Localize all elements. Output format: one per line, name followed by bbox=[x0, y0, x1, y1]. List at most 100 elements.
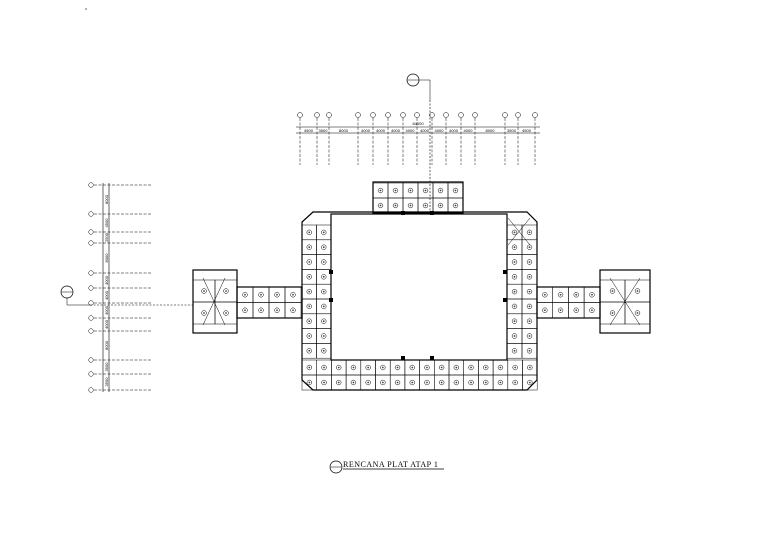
slab-tag bbox=[422, 187, 429, 194]
grid-bubble bbox=[88, 229, 94, 235]
slab-tag bbox=[422, 202, 429, 209]
grid-bubble bbox=[355, 112, 361, 118]
grid-bubble bbox=[88, 300, 94, 306]
slab-tag bbox=[511, 318, 518, 324]
grid-bubble bbox=[314, 112, 320, 118]
slab-tag bbox=[511, 229, 518, 236]
slab-tag bbox=[274, 292, 280, 298]
slab-tag-dot bbox=[575, 293, 578, 296]
slab-tag bbox=[242, 292, 248, 298]
slab-tag bbox=[290, 292, 296, 298]
slab-tag bbox=[573, 292, 579, 298]
span-dimension: 4000 bbox=[104, 275, 109, 285]
slab-tag bbox=[306, 333, 312, 339]
slab-tag-dot bbox=[308, 335, 311, 337]
slab-tag bbox=[542, 307, 548, 313]
slab-tag bbox=[526, 244, 533, 250]
grid-bubble bbox=[297, 112, 303, 118]
slab-tag bbox=[439, 379, 445, 386]
slab-tag bbox=[321, 274, 327, 280]
slab-tag-dot bbox=[308, 231, 311, 234]
slab-tag-dot bbox=[276, 293, 278, 296]
slab-tag bbox=[321, 364, 327, 371]
column bbox=[430, 356, 434, 360]
slab-tag bbox=[223, 288, 229, 294]
drawing-title-block: RENCANA PLAT ATAP 1 bbox=[329, 460, 444, 474]
slab-tag-dot bbox=[367, 366, 370, 369]
slab-tag-dot bbox=[308, 246, 311, 249]
slab-tag-dot bbox=[396, 381, 399, 384]
slab-tag bbox=[392, 187, 399, 194]
slab-tag-dot bbox=[244, 293, 246, 296]
slab-tag-dot bbox=[513, 275, 516, 278]
slab-tag-dot bbox=[591, 309, 593, 312]
slab-tag bbox=[542, 292, 548, 298]
slab-tag-dot bbox=[394, 189, 397, 192]
slab-tag-dot bbox=[308, 349, 311, 352]
grid-bubble bbox=[88, 240, 94, 246]
slab-tag bbox=[336, 364, 342, 371]
slab-tag bbox=[526, 333, 533, 339]
slab-tag-dot bbox=[513, 335, 516, 337]
column bbox=[503, 298, 507, 302]
stair-cross bbox=[202, 277, 226, 326]
grid-bubble bbox=[88, 357, 94, 363]
slab-tag-dot bbox=[276, 309, 278, 312]
slab-tag-dot bbox=[499, 381, 502, 384]
slab-tag-dot bbox=[426, 366, 428, 369]
slab-tag bbox=[511, 348, 518, 354]
slab-panel bbox=[214, 301, 238, 325]
slab-tag bbox=[258, 292, 264, 298]
span-dimension: 4000 bbox=[104, 319, 109, 329]
slab-tag-dot bbox=[409, 189, 412, 192]
span-dimension: 8000 bbox=[486, 128, 496, 133]
slab-tag-dot bbox=[513, 305, 516, 308]
slab-tag-dot bbox=[337, 366, 340, 369]
slab-tag bbox=[377, 202, 384, 209]
slab-tag-dot bbox=[308, 381, 311, 384]
span-dimension: 8000 bbox=[104, 194, 109, 204]
slab-tag-dot bbox=[455, 381, 458, 384]
slab-tag-dot bbox=[528, 349, 531, 352]
slab-tag-dot bbox=[528, 246, 531, 249]
slab-tag bbox=[634, 288, 641, 294]
slab-tag bbox=[609, 288, 616, 294]
slab-tag bbox=[609, 310, 616, 316]
slab-tag bbox=[306, 288, 312, 295]
slab-tag-dot bbox=[513, 246, 516, 249]
grid-bubble bbox=[370, 112, 376, 118]
slab-tag bbox=[321, 348, 327, 354]
slab-tag-dot bbox=[470, 366, 472, 369]
slab-tag-dot bbox=[322, 305, 325, 308]
slab-tag bbox=[290, 307, 296, 313]
slab-tag bbox=[526, 303, 533, 310]
slab-tag bbox=[201, 310, 207, 316]
slab-tag-dot bbox=[323, 381, 325, 384]
slab-tag bbox=[512, 379, 518, 386]
grid-bubble bbox=[414, 112, 420, 118]
slab-tag-dot bbox=[611, 312, 614, 314]
slab-tag-dot bbox=[308, 290, 311, 293]
slab-tag-dot bbox=[426, 381, 428, 384]
slab-tag bbox=[483, 379, 489, 386]
slab-tag bbox=[526, 259, 533, 265]
slab-tag-dot bbox=[591, 293, 593, 296]
slab-panels bbox=[192, 182, 651, 391]
slab-tag bbox=[511, 288, 518, 295]
slab-tag-dot bbox=[244, 309, 246, 312]
slab-tag-dot bbox=[528, 320, 531, 323]
slab-tag-dot bbox=[513, 290, 516, 293]
slab-tag-dot bbox=[322, 275, 325, 278]
slab-tag bbox=[439, 364, 445, 371]
slab-panel bbox=[316, 343, 332, 359]
slab-panel bbox=[284, 302, 302, 319]
grid-bubble bbox=[502, 112, 508, 118]
slab-tag bbox=[409, 364, 415, 371]
slab-tag-dot bbox=[292, 309, 294, 312]
slab-tag bbox=[306, 229, 312, 236]
slab-tag-dot bbox=[203, 290, 205, 292]
slab-tag bbox=[511, 244, 518, 250]
slab-tag bbox=[321, 318, 327, 324]
